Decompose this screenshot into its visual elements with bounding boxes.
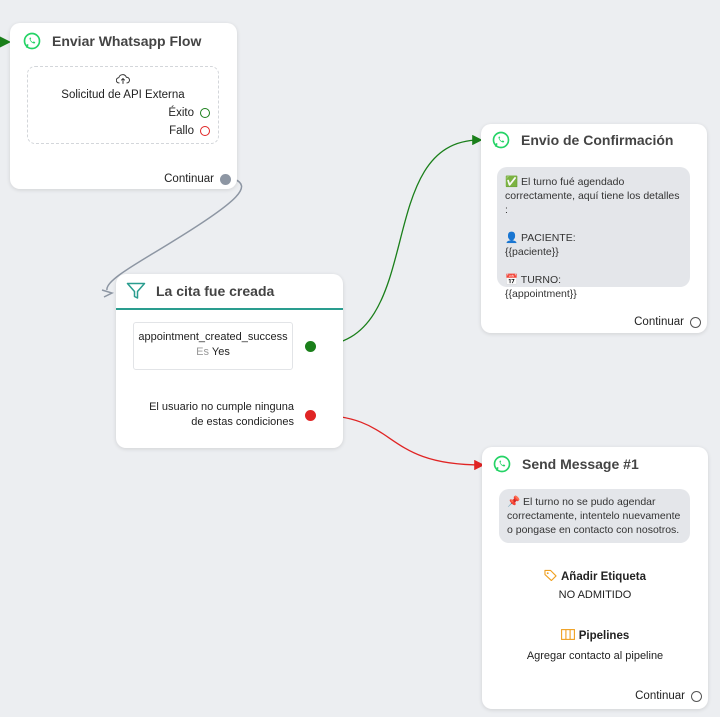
message-line: {{appointment}} <box>505 288 577 300</box>
success-label: Éxito <box>168 107 194 119</box>
condition-box[interactable]: appointment_created_success Es Yes <box>133 322 293 370</box>
condition-operator: Es <box>196 346 210 358</box>
fail-handle[interactable] <box>200 126 210 136</box>
tag-action-value: NO ADMITIDO <box>558 589 632 601</box>
node-whatsapp-flow[interactable]: Enviar Whatsapp Flow Solicitud de API Ex… <box>10 23 237 189</box>
continue-label: Continuar <box>634 316 684 328</box>
message-bubble[interactable]: 📌 El turno no se pudo agendar correctame… <box>499 489 690 543</box>
condition-success-handle[interactable] <box>305 341 316 352</box>
node-send-message[interactable]: Send Message #1 📌 El turno no se pudo ag… <box>482 447 708 709</box>
filter-icon <box>126 282 146 299</box>
whatsapp-icon <box>492 131 510 149</box>
condition-value: Yes <box>211 346 230 358</box>
node-title: Send Message #1 <box>522 456 639 472</box>
node-title: Enviar Whatsapp Flow <box>52 33 202 49</box>
tag-icon <box>544 569 557 582</box>
continue-handle[interactable] <box>690 316 701 328</box>
condition-field: appointment_created_success <box>138 331 288 343</box>
message-line: ✅ El turno fué agendado correctamente, a… <box>505 176 680 216</box>
whatsapp-icon <box>23 32 41 50</box>
pipeline-icon <box>560 629 575 640</box>
node-confirmation[interactable]: Envio de Confirmación ✅ El turno fué age… <box>481 124 707 333</box>
node-title: Envio de Confirmación <box>521 132 674 148</box>
success-handle[interactable] <box>200 108 210 118</box>
api-request-box[interactable]: Solicitud de API Externa Éxito Fallo <box>27 66 219 144</box>
cloud-upload-icon <box>115 74 130 84</box>
edge-arrow-gray <box>101 289 115 298</box>
continue-label: Continuar <box>164 173 214 185</box>
continue-output[interactable]: Continuar <box>635 690 702 702</box>
api-request-label: Solicitud de API Externa <box>61 89 185 101</box>
continue-label: Continuar <box>635 690 685 702</box>
fail-label: Fallo <box>169 125 194 137</box>
fallback-label: El usuario no cumple ninguna de estas co… <box>149 401 294 428</box>
success-output[interactable]: Éxito <box>28 107 218 119</box>
pipeline-action-title: Pipelines <box>578 630 630 642</box>
continue-output[interactable]: Continuar <box>164 173 231 185</box>
fail-output[interactable]: Fallo <box>28 125 218 137</box>
fallback-handle[interactable] <box>305 410 316 421</box>
message-line: 👤 PACIENTE: <box>505 232 576 244</box>
continue-handle[interactable] <box>691 690 702 702</box>
message-line: {{paciente}} <box>505 246 559 258</box>
continue-output[interactable]: Continuar <box>634 316 701 328</box>
message-bubble[interactable]: ✅ El turno fué agendado correctamente, a… <box>497 167 690 300</box>
pipeline-action-value: Agregar contacto al pipeline <box>526 650 664 662</box>
node-condition[interactable]: La cita fue creada appointment_created_s… <box>116 274 343 448</box>
continue-handle[interactable] <box>220 173 231 185</box>
whatsapp-icon <box>493 455 511 473</box>
message-line: 📅 TURNO: <box>505 274 562 286</box>
node-title: La cita fue creada <box>156 283 275 299</box>
tag-action-title: Añadir Etiqueta <box>561 571 646 583</box>
